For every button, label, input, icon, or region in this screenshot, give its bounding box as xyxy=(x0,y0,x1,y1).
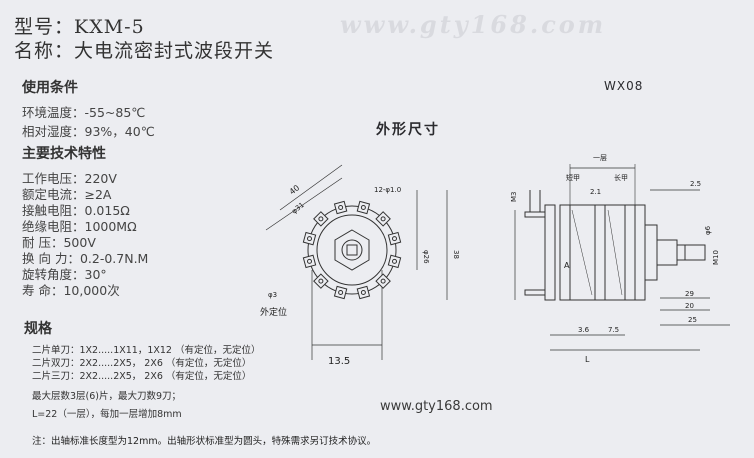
spec-contact-resistance: 接触电阻：0.015Ω xyxy=(22,203,130,218)
dim-3: φ3 xyxy=(268,291,277,299)
spec-angle: 旋转角度：30° xyxy=(22,267,107,282)
terminal-hole xyxy=(380,216,386,222)
long-a-label: 长甲 xyxy=(614,173,628,182)
dim-40: 40 xyxy=(288,183,302,196)
dim-7-5: 7.5 xyxy=(608,326,619,334)
dim-3-6: 3.6 xyxy=(578,326,590,334)
dim-12-holes: 12-φ1.0 xyxy=(374,186,401,194)
rule-triple: 二片三刀：2X2.....2X5， 2X6 （有定位，无定位） xyxy=(32,371,252,382)
terminal-hole xyxy=(392,236,398,242)
front-view-drawing: 40 φ31 12-φ1.0 φ26 38 φ3 外定位 13.5 xyxy=(260,164,460,367)
a-label: A xyxy=(564,261,570,270)
dim-2-1: 2.1 xyxy=(590,188,601,196)
specs-heading: 主要技术特性 xyxy=(22,146,106,162)
watermark-top: www.gty168.com xyxy=(340,10,607,39)
rule-single: 二片单刀：1X2.....1X11，1X12 （有定位，无定位） xyxy=(32,345,261,356)
terminal-hole xyxy=(318,216,324,222)
terminal-hole xyxy=(338,290,344,296)
conditions-heading: 使用条件 xyxy=(22,80,78,96)
product-name: 名称：大电流密封式波段开关 xyxy=(14,40,275,62)
spec-voltage: 工作电压：220V xyxy=(22,171,117,186)
spec-withstand: 耐 压：500V xyxy=(22,235,96,250)
model-code: WX08 xyxy=(604,79,644,93)
side-view-drawing: 一层 短甲 长甲 2.1 2.5 M3 31 A φ6 M10 20 29 25… xyxy=(510,154,730,364)
watermark-bottom: www.gty168.com xyxy=(380,399,493,414)
terminal-hole xyxy=(360,290,366,296)
terminal-hole xyxy=(360,204,366,210)
short-a-label: 短甲 xyxy=(566,173,580,182)
terminal-hole xyxy=(380,278,386,284)
terminal-hole xyxy=(318,278,324,284)
terminal-hole xyxy=(392,258,398,264)
drawing-heading: 外形尺寸 xyxy=(376,122,440,138)
dim-m3: M3 xyxy=(510,192,518,203)
temperature-text: 环境温度：-55~85℃ xyxy=(22,105,146,120)
positioning-label: 外定位 xyxy=(260,306,287,318)
spec-current: 额定电流：≥2A xyxy=(22,187,112,202)
dim-26: φ26 xyxy=(422,250,430,264)
spec-torque: 换 向 力：0.2-0.7N.M xyxy=(22,251,149,266)
dim-2-5: 2.5 xyxy=(690,180,701,188)
dim-38: 38 xyxy=(452,250,460,259)
dim-31-diag: φ31 xyxy=(290,201,306,216)
dim-13-5: 13.5 xyxy=(328,356,350,367)
model-title: 型号：KXM-5 xyxy=(14,16,145,38)
dim-m10: M10 xyxy=(712,250,720,265)
terminal-hole xyxy=(338,204,344,210)
terminal-hole xyxy=(306,258,312,264)
one-layer-label: 一层 xyxy=(593,154,607,162)
humidity-text: 相对湿度：93%，40℃ xyxy=(22,124,155,139)
dim-29: 29 xyxy=(685,290,694,298)
rules-heading: 规格 xyxy=(24,321,52,337)
rule-double: 二片双刀：2X2.....2X5， 2X6 （有定位，无定位） xyxy=(32,358,252,369)
terminal-hole xyxy=(306,236,312,242)
spec-insulation: 绝缘电阻：1000MΩ xyxy=(22,219,137,234)
footer-note: 注：出轴标准长度型为12mm。出轴形状标准型为圆头，特殊需求另订技术协议。 xyxy=(32,436,377,447)
dim-l: L xyxy=(585,355,590,364)
rule-max-layers: 最大层数3层(6)片，最大刀数9刀； xyxy=(32,391,182,402)
dim-6: φ6 xyxy=(704,225,712,235)
dim-25: 25 xyxy=(688,316,697,324)
rule-length: L=22（一层），每加一层增加8mm xyxy=(32,409,182,420)
dim-20: 20 xyxy=(685,302,694,310)
spec-life: 寿 命：10,000次 xyxy=(22,283,120,298)
